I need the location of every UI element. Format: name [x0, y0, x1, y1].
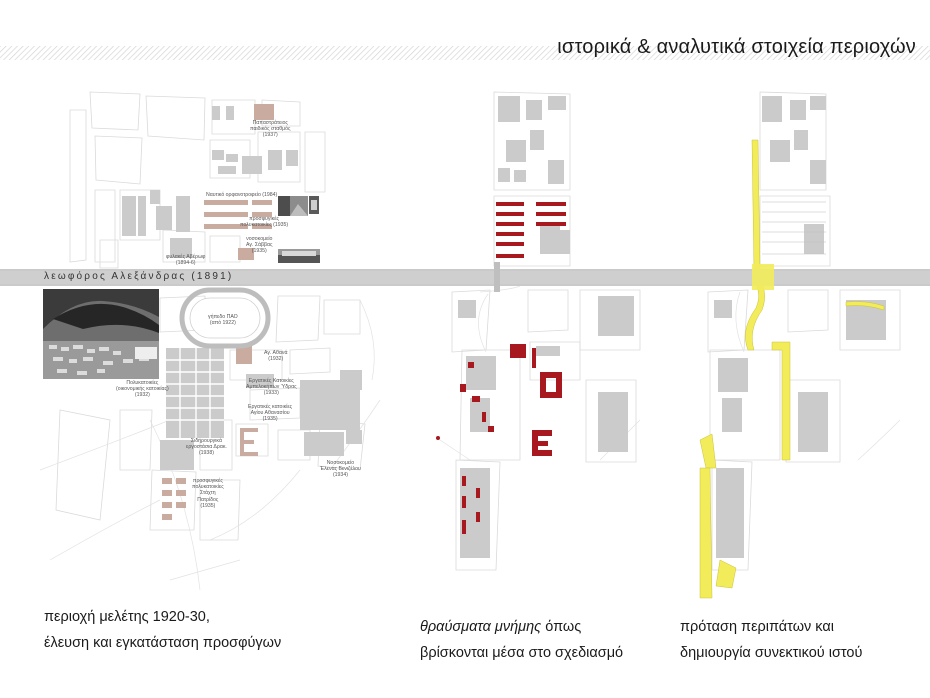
map-2-crossing — [494, 262, 500, 292]
avenue-strip — [0, 269, 930, 286]
stadium-icon — [179, 287, 271, 349]
street-photo — [278, 196, 308, 216]
map-3-crossing — [752, 264, 774, 290]
map-3-walks-proposal — [699, 91, 901, 599]
map-1-settlement-grid — [166, 348, 224, 438]
avenue-label: λεωφόρος Αλεξάνδρας (1891) — [44, 271, 234, 282]
map-label-court: φυλακές Αβέρωφ(1894-6) — [166, 254, 206, 267]
map-2-memory-fragments — [436, 91, 641, 571]
caption-walks-proposal: πρόταση περιπάτων και δημιουργία συνεκτι… — [680, 619, 863, 661]
map-1-streets — [39, 299, 381, 591]
aerial-photo — [43, 289, 159, 379]
building-photo — [309, 196, 319, 214]
caption-memory-fragments: θραύσματα μνήμης όπως βρίσκονται μέσα στ… — [420, 619, 624, 661]
map-label-settlement: Πολυκατοικίες(οικονομικής κατοικίας)(193… — [116, 380, 169, 399]
map-1-historic-buildings — [162, 104, 274, 520]
caption-study-area: περιοχή μελέτης 1920-30, έλευση και εγκα… — [44, 609, 282, 651]
title-band — [0, 46, 930, 60]
map-label-stadium: γήπεδο ΠΑΟ(από 1922) — [208, 314, 238, 327]
page-title: ιστορικά & αναλυτικά στοιχεία περιοχών — [557, 36, 916, 58]
hospital-photo — [278, 249, 320, 263]
map-label-army-school: Ναυτικό ορφανοτροφείο (1984) — [206, 192, 278, 198]
map-label-church: Αγ. Αθανά(1932) — [264, 350, 288, 363]
